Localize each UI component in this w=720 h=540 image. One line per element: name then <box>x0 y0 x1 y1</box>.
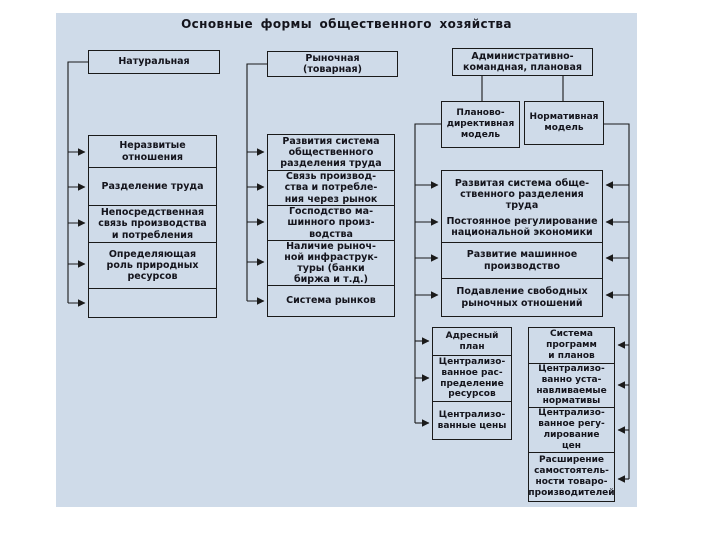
admin-shared-feature-group: Развитая система обще- ственного разделе… <box>441 170 603 243</box>
natural-feature-3: Непосредственная связь производства и по… <box>88 205 217 243</box>
normative-feature-3: Централизо- ванное регу- лирование цен <box>528 407 615 453</box>
page-title: Основные формы общественного хозяйства <box>181 17 512 31</box>
normative-rail <box>603 123 630 479</box>
diagram-canvas <box>56 13 637 507</box>
normative-feature-4: Расширение самостоятель- ности товаро- п… <box>528 452 615 502</box>
natural-feature-2: Разделение труда <box>88 167 217 206</box>
market-feature-2: Связь производ- ства и потребле- ния чер… <box>267 170 395 206</box>
form-admin-header: Административно- командная, плановая <box>452 48 593 76</box>
normative-feature-1: Система программ и планов <box>528 327 615 364</box>
admin-shared-feature-2: Постоянное регулирование национальной эк… <box>446 215 598 239</box>
market-feature-5: Система рынков <box>267 285 395 317</box>
natural-feature-5 <box>88 288 217 318</box>
model-normative: Нормативная модель <box>524 101 604 145</box>
admin-shared-feature-1: Развитая система обще- ственного разделе… <box>454 177 590 212</box>
market-feature-3: Господство ма- шинного произ- водства <box>267 205 395 241</box>
directive-feature-1: Адресный план <box>432 327 512 356</box>
directive-feature-3: Централизо- ванные цены <box>432 401 512 440</box>
directive-rail <box>414 123 441 423</box>
admin-shared-feature-4: Подавление свободных рыночных отношений <box>441 278 603 317</box>
form-natural-header: Натуральная <box>88 50 220 74</box>
market-branch-line <box>246 63 267 301</box>
model-directive: Планово- директивная модель <box>441 101 520 148</box>
market-feature-1: Развития система общественного разделени… <box>267 134 395 171</box>
normative-feature-2: Централизо- ванно уста- навливаемые норм… <box>528 363 615 408</box>
natural-feature-4: Определяющая роль природных ресурсов <box>88 242 217 289</box>
admin-shared-feature-3: Развитие машинное производство <box>441 242 603 279</box>
natural-branch-line <box>67 61 88 303</box>
natural-feature-1: Неразвитые отношения <box>88 135 217 168</box>
directive-feature-2: Централизо- ванное рас- пределение ресур… <box>432 355 512 402</box>
form-market-header: Рыночная (товарная) <box>267 51 398 77</box>
market-feature-4: Наличие рыноч- ной инфраструк- туры (бан… <box>267 240 395 286</box>
